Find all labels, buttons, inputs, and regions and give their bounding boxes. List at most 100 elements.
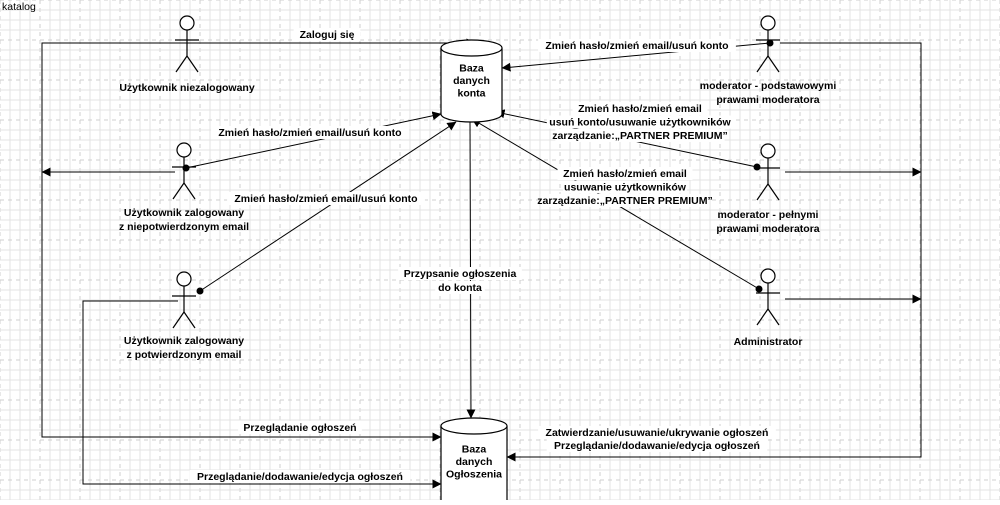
edge-label-text: Przeglądanie/dodawanie/edycja ogłoszeń (554, 440, 760, 452)
database-label: Ogłoszenia (446, 469, 502, 481)
edge-label-background (211, 126, 409, 139)
connector-dot (196, 287, 204, 295)
edge-label-background (555, 129, 725, 142)
actor-head-icon (760, 143, 776, 159)
actor-leg-icon (172, 182, 185, 200)
actor-admin[interactable]: Administrator (734, 268, 803, 348)
edge-label-text: Zatwierdzanie/usuwanie/ukrywanie ogłosze… (546, 427, 769, 439)
edge-label-moderate-ads: Zatwierdzanie/usuwanie/ukrywanie ogłosze… (538, 426, 776, 452)
edge-label-background (546, 439, 768, 452)
actor-leg-icon (183, 311, 196, 329)
edge-label-background (557, 167, 693, 180)
edge-label-background (572, 102, 708, 115)
actor-label: moderator - podstawowymi (700, 80, 837, 92)
actor-label: z potwierdzonym email (127, 349, 242, 361)
actor-leg-icon (183, 182, 196, 200)
actor-label: prawami moderatora (716, 223, 819, 235)
edge-label-text: zarządzanie:„PARTNER PREMIUM” (537, 195, 712, 207)
database-top-icon (440, 417, 508, 435)
edge-label-text: Przeglądanie/dodawanie/edycja ogłoszeń (197, 471, 403, 483)
edge-label-background (538, 39, 736, 52)
edge-label-unverified-change: Zmień hasło/zmień email/usuń konto (211, 126, 409, 139)
edge-label-background (563, 180, 687, 194)
edge-label-background (238, 421, 362, 434)
edge-label-admin-change: Zmień hasło/zmień email usuwanie użytkown… (537, 167, 713, 207)
database-top-icon (440, 39, 503, 57)
edge-label-text: Przypsanie ogłoszenia (404, 268, 517, 280)
actor-leg-icon (186, 55, 199, 73)
edge-label-text: Zmień hasło/zmień email/usuń konto (218, 127, 401, 139)
actor-logged-verified[interactable]: Użytkownik zalogowany z potwierdzonym ema… (124, 271, 244, 361)
edge-label-text: Zmień hasło/zmień email (578, 103, 702, 115)
database-label: Baza (462, 444, 487, 456)
edge-label-text: Zmień hasło/zmień email/usuń konto (545, 40, 728, 52)
edge-label-text: Zmień hasło/zmień email/usuń konto (234, 193, 417, 205)
actor-leg-icon (172, 311, 185, 329)
database-label: Baza (459, 63, 484, 75)
edge-label-text: do konta (438, 282, 482, 294)
edge-label-mod-basic-change: Zmień hasło/zmień email/usuń konto (538, 39, 736, 52)
edge-label-background (293, 28, 361, 41)
connector-dot (753, 163, 761, 171)
edge-label-background (538, 426, 776, 439)
edge-label-background (435, 281, 485, 294)
edge-verified-to-accounts (199, 121, 457, 292)
actor-leg-icon (756, 55, 769, 73)
edge-label-text: zarządzanie:„PARTNER PREMIUM” (552, 130, 727, 142)
edge-unverified-to-accounts (185, 111, 442, 169)
actor-head-icon (176, 142, 192, 158)
actor-label: Użytkownik zalogowany (124, 335, 244, 347)
edge-label-text: usuwanie użytkowników (564, 182, 687, 194)
actor-leg-icon (756, 308, 769, 326)
edge-label-background (540, 194, 710, 207)
edge-label-text: usuń konto/usuwanie użytkowników (549, 117, 731, 129)
actor-moderator-full[interactable]: moderator - pełnymi prawami moderatora (716, 143, 820, 235)
actor-moderator-basic[interactable]: moderator - podstawowymi prawami moderato… (700, 15, 837, 106)
actor-head-icon (760, 15, 776, 31)
actor-leg-icon (756, 183, 769, 201)
actor-label: prawami moderatora (716, 94, 819, 106)
edge-label-browse-add-edit: Przeglądanie/dodawanie/edycja ogłoszeń (189, 470, 411, 483)
actor-label: Użytkownik niezalogowany (119, 82, 255, 94)
edge-label-background (398, 267, 522, 280)
database-cylinder-icon (440, 48, 503, 123)
edge-modbasic-right-bus (506, 42, 922, 462)
edge-label-background (189, 470, 411, 483)
actor-leg-icon (767, 55, 780, 73)
actor-leg-icon (767, 183, 780, 201)
edge-verified-to-ads (82, 300, 442, 489)
edge-label-background (227, 192, 425, 205)
database-label: konta (457, 88, 485, 100)
edge-label-text: Przeglądanie ogłoszeń (243, 422, 356, 434)
edge-label-mod-full-change: Zmień hasło/zmień email usuń konto/usuwan… (546, 102, 734, 142)
edge-label-browse-ads: Przeglądanie ogłoszeń (238, 421, 362, 434)
actor-unlogged[interactable]: Użytkownik niezalogowany (119, 15, 255, 94)
actor-label: Administrator (734, 336, 803, 348)
database-label: danych (456, 456, 493, 468)
connector-dot (755, 285, 763, 293)
edge-label-login: Zaloguj się (293, 28, 361, 41)
actor-label: z niepotwierdzonym email (119, 221, 249, 233)
actor-head-icon (179, 15, 195, 31)
edge-label-text: Zaloguj się (300, 29, 355, 41)
actor-label: Użytkownik zalogowany (124, 207, 244, 219)
edge-label-assign-ad: Przypsanie ogłoszenia do konta (398, 267, 522, 294)
edge-label-background (546, 115, 734, 129)
actor-head-icon (760, 268, 776, 284)
actor-label: moderator - pełnymi (718, 209, 819, 221)
actor-leg-icon (767, 308, 780, 326)
edge-label-text: Zmień hasło/zmień email (563, 168, 687, 180)
actor-head-icon (176, 271, 192, 287)
actor-leg-icon (175, 55, 188, 73)
actor-logged-unverified[interactable]: Użytkownik zalogowany z niepotwierdzonym … (119, 142, 249, 233)
page-title: katalog (2, 1, 36, 13)
database-label: danych (453, 75, 490, 87)
edge-label-verified-change: Zmień hasło/zmień email/usuń konto (227, 192, 425, 205)
